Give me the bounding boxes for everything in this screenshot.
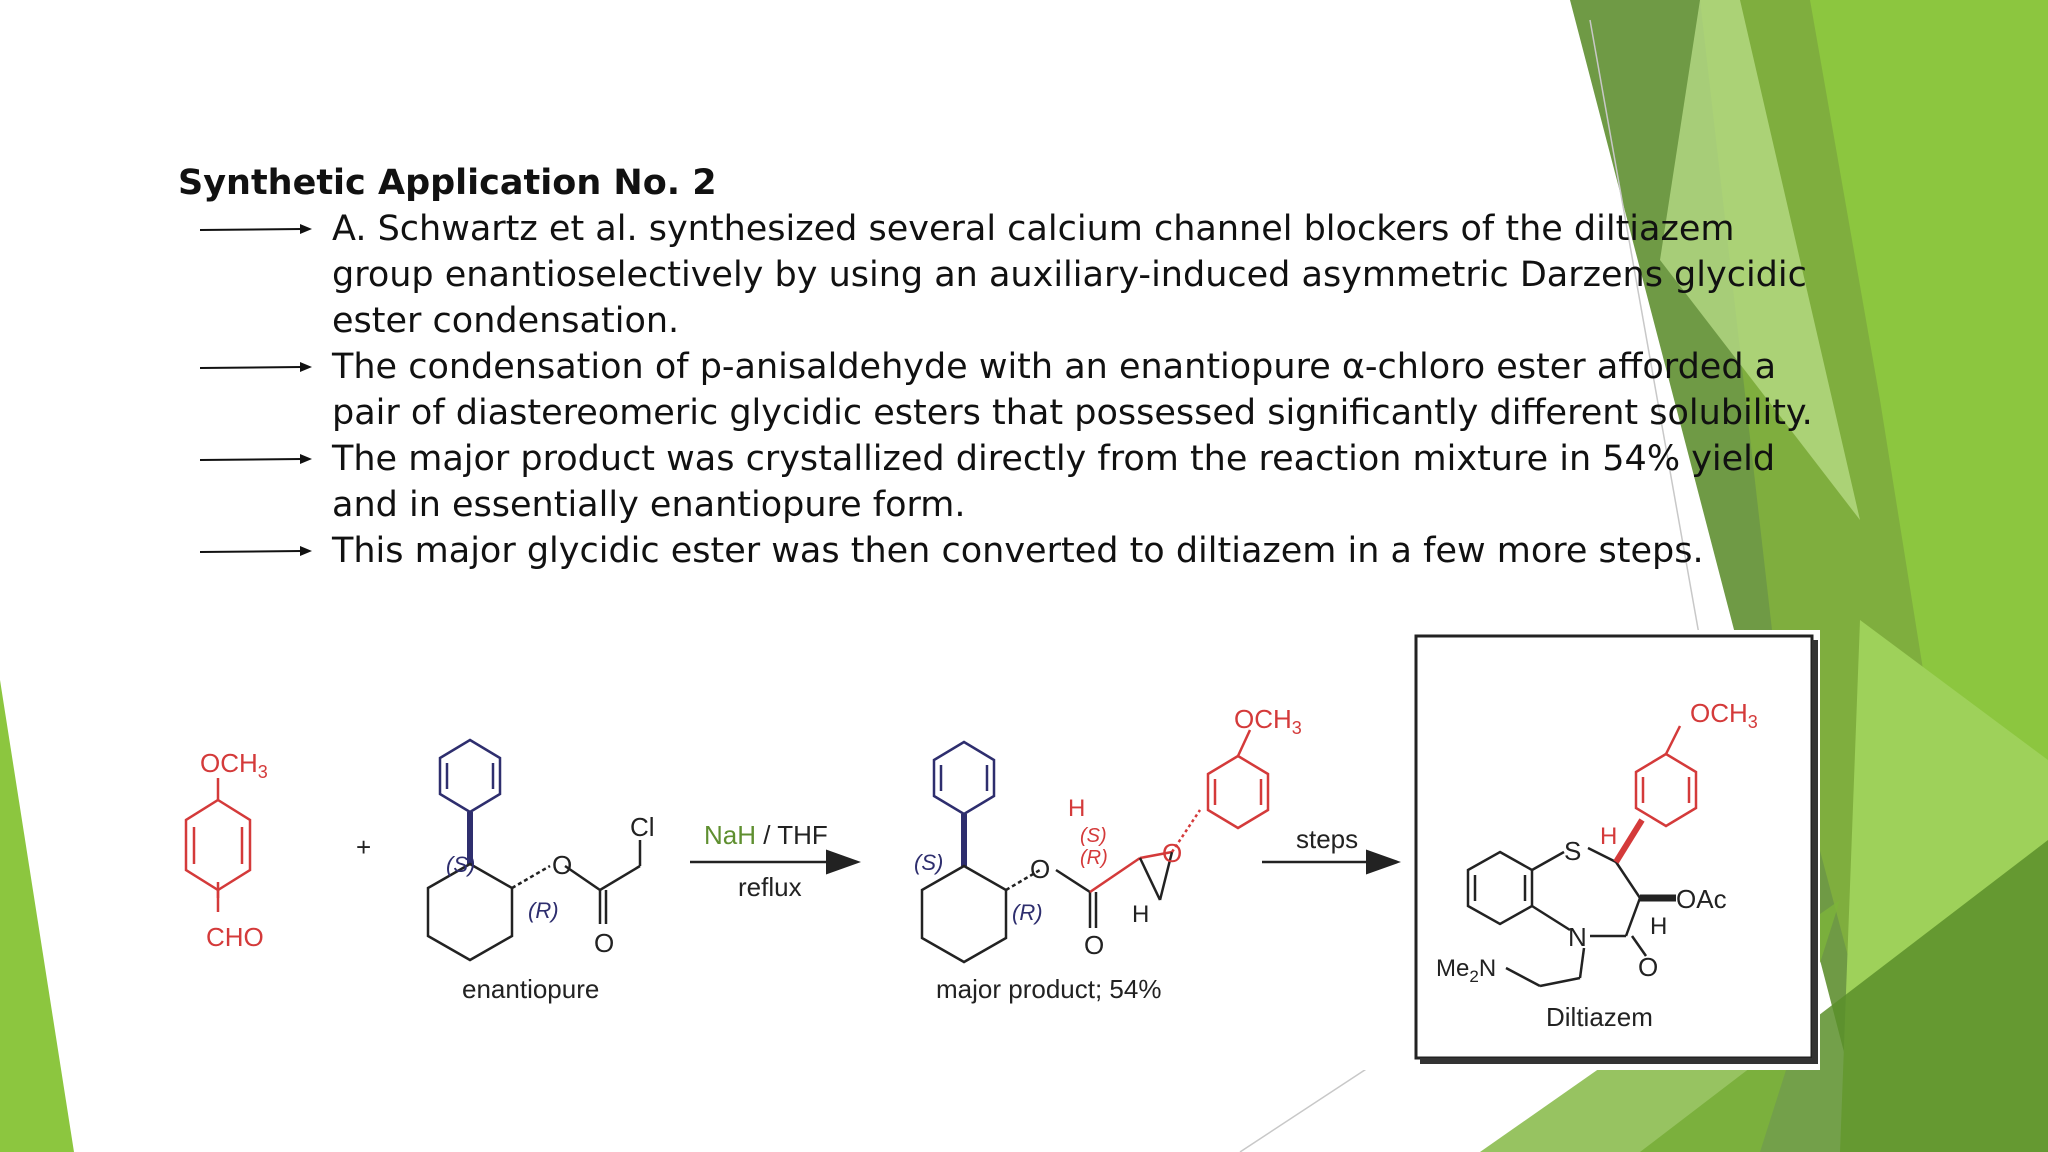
product-h-bottom: H xyxy=(1132,901,1149,928)
green-stripe-pale xyxy=(1660,0,1860,520)
reflux-label: reflux xyxy=(738,872,802,902)
anisaldehyde-structure xyxy=(184,778,252,912)
product-ome-label: OCH3 xyxy=(1234,704,1302,738)
bullet-item: The major product was crystallized direc… xyxy=(178,436,1818,528)
slide-body: Synthetic Application No. 2 A. Schwartz … xyxy=(178,160,1818,574)
product-epoxide-s-label: (S) xyxy=(1080,825,1107,847)
arrow-bullet-icon xyxy=(200,454,312,464)
diltiazem-h-bottom: H xyxy=(1650,913,1667,940)
anisaldehyde-cho-label: CHO xyxy=(206,922,264,952)
diltiazem-oac-label: OAc xyxy=(1676,884,1727,914)
ester-r-label: (R) xyxy=(528,898,559,923)
diltiazem-me2n-label: Me2N xyxy=(1436,955,1496,986)
diltiazem-o-label: O xyxy=(1638,952,1658,982)
major-product-caption: major product; 54% xyxy=(936,974,1161,1004)
product-r-label: (R) xyxy=(1012,900,1043,925)
reaction-scheme: OCH3 CHO + (S) (R) O Cl O enantiopure Na… xyxy=(160,630,1820,1070)
thin-line-right xyxy=(1589,19,1701,641)
plus-sign: + xyxy=(356,832,371,862)
arrow-bullet-icon xyxy=(200,224,312,234)
bullet-item: This major glycidic ester was then conve… xyxy=(178,528,1818,574)
product-carbonyl-o-label: O xyxy=(1084,930,1104,960)
arrow-bullet-icon xyxy=(200,546,312,556)
product-h-top: H xyxy=(1068,795,1085,822)
product-structure xyxy=(920,729,1270,964)
diltiazem-box xyxy=(1414,634,1818,1064)
product-epoxide-r-label: (R) xyxy=(1080,847,1108,869)
ester-s-label: (S) xyxy=(446,852,475,877)
ester-carbonyl-o-label: O xyxy=(594,928,614,958)
diltiazem-caption: Diltiazem xyxy=(1546,1002,1653,1032)
bullet-text: The condensation of p-anisaldehyde with … xyxy=(332,347,1813,433)
bullet-list: A. Schwartz et al. synthesized several c… xyxy=(178,206,1818,574)
chloro-ester-structure xyxy=(426,738,642,962)
product-epoxide-o-label: O xyxy=(1162,838,1182,868)
bullet-item: A. Schwartz et al. synthesized several c… xyxy=(178,206,1818,344)
arrow-bullet-icon xyxy=(200,362,312,372)
product-s-label: (S) xyxy=(914,850,943,875)
thin-line-bottom xyxy=(1239,1059,1381,1152)
bullet-text: This major glycidic ester was then conve… xyxy=(332,531,1704,571)
bullet-text: A. Schwartz et al. synthesized several c… xyxy=(332,209,1807,341)
slide-heading: Synthetic Application No. 2 xyxy=(178,163,717,203)
bullet-item: The condensation of p-anisaldehyde with … xyxy=(178,344,1818,436)
ester-o-label: O xyxy=(552,850,572,880)
diltiazem-h-top: H xyxy=(1600,823,1617,850)
steps-label: steps xyxy=(1296,824,1358,854)
diltiazem-s-label: S xyxy=(1564,836,1581,866)
diltiazem-structure xyxy=(1466,725,1698,988)
product-o-label: O xyxy=(1030,854,1050,884)
ester-cl-label: Cl xyxy=(630,812,655,842)
anisaldehyde-ome-label: OCH3 xyxy=(200,748,268,782)
diltiazem-ome-label: OCH3 xyxy=(1690,698,1758,732)
bullet-text: The major product was crystallized direc… xyxy=(332,439,1776,525)
green-left-wedge xyxy=(0,680,74,1152)
enantiopure-caption: enantiopure xyxy=(462,974,599,1004)
reagent-label: NaH / THF xyxy=(704,820,828,850)
diltiazem-n-label: N xyxy=(1568,922,1587,952)
